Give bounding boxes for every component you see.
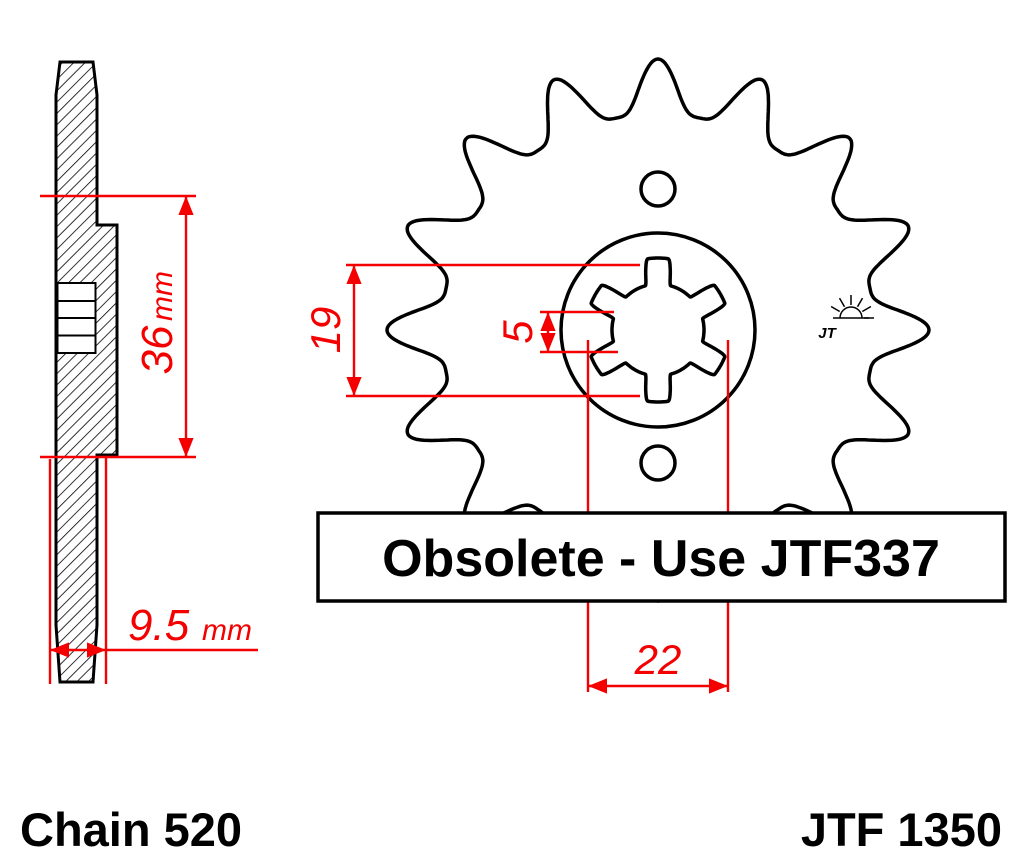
hub-circle (559, 231, 757, 429)
chain-label: Chain 520 (20, 803, 242, 852)
footer: Chain 520 JTF 1350 (20, 803, 1002, 852)
dim-5-value: 5 (494, 320, 541, 344)
spline-bore (589, 256, 727, 404)
side-bore (56, 282, 97, 354)
part-number-label: JTF 1350 (801, 803, 1002, 852)
dim-19: 19 (302, 263, 640, 398)
banner-text: Obsolete - Use JTF337 (382, 530, 940, 588)
dim-22-value: 22 (634, 636, 682, 683)
front-view: JT (385, 57, 931, 603)
dim-9-5-unit: mm (202, 614, 252, 647)
dimension-annotations: 36 mm 9.5 mm 19 5 (40, 194, 730, 694)
bolt-hole-top (639, 170, 677, 208)
dim-19-value: 19 (302, 307, 349, 354)
dim-36-value: 36 (133, 325, 182, 374)
jt-sun-logo: JT (818, 295, 874, 342)
dim-36: 36 mm (40, 194, 196, 459)
side-profile (54, 60, 119, 684)
obsolete-banner: Obsolete - Use JTF337 (316, 511, 1007, 603)
bolt-hole-bottom (639, 444, 677, 482)
side-view (54, 60, 119, 684)
jt-logo-text: JT (818, 325, 837, 342)
dim-9-5-value: 9.5 (128, 601, 190, 650)
dim-36-unit: mm (146, 271, 179, 321)
dim-5: 5 (494, 310, 618, 354)
dim-9-5: 9.5 mm (48, 457, 258, 684)
